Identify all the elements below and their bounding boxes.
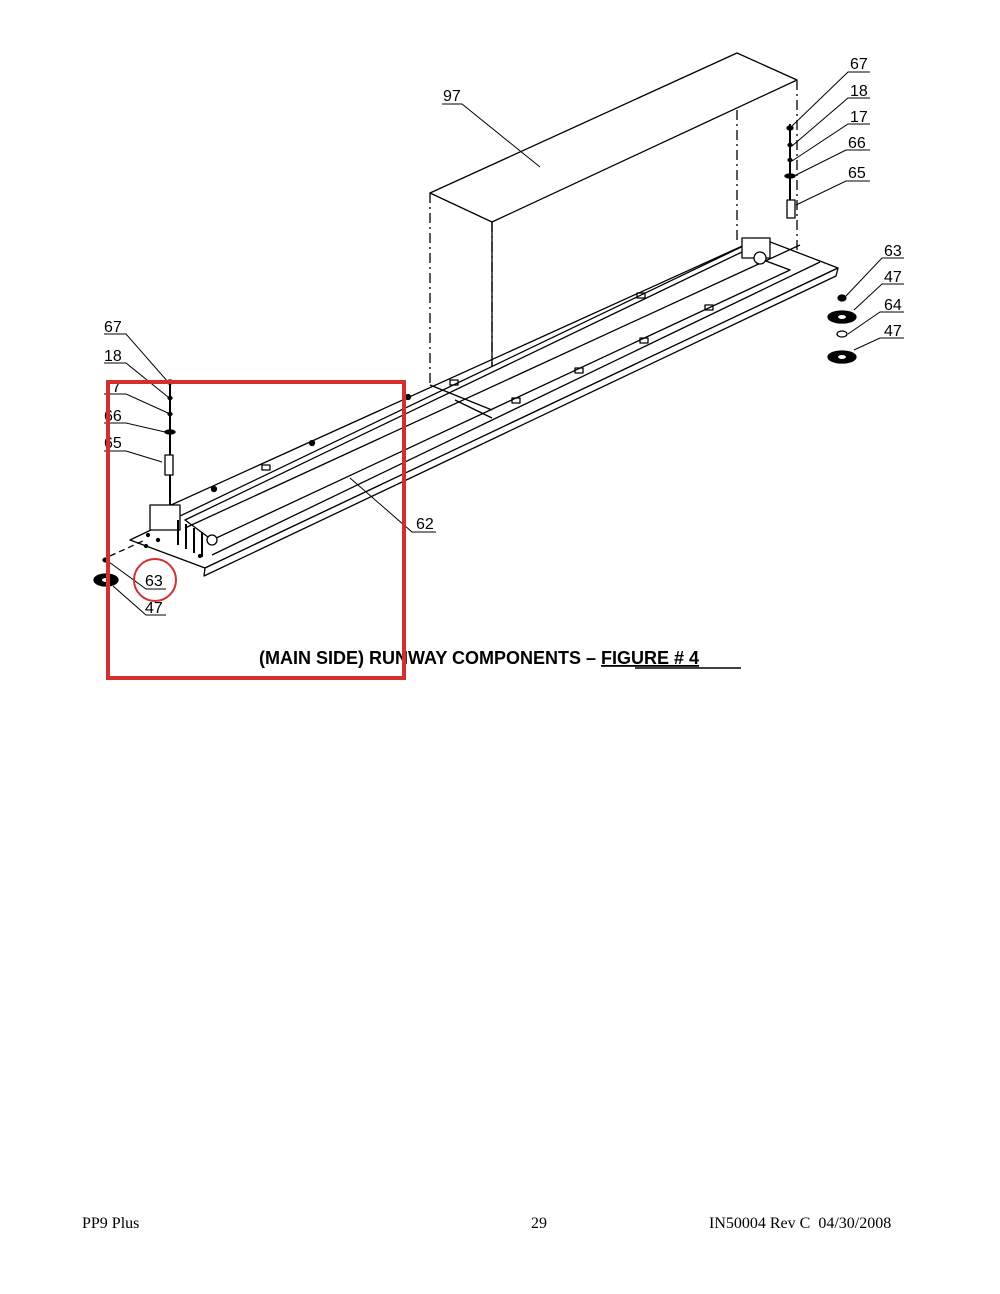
- callout-63-left: 63: [145, 573, 163, 590]
- callout-97: 97: [443, 88, 461, 105]
- callout-67-left: 67: [104, 319, 122, 336]
- callout-62: 62: [416, 516, 434, 533]
- footer-product-name: PP9 Plus: [82, 1215, 140, 1232]
- callout-47-left: 47: [145, 600, 163, 617]
- caption-figure-ref: FIGURE # 4: [601, 648, 699, 668]
- left-pin-stack: [109, 379, 176, 557]
- callout-47-right-upper: 47: [884, 269, 902, 286]
- callout-64-right: 64: [884, 297, 902, 314]
- caption-prefix: (MAIN SIDE) RUNWAY COMPONENTS –: [259, 648, 601, 668]
- footer-page-number: 29: [531, 1215, 547, 1232]
- callout-18-left: 18: [104, 348, 122, 365]
- right-wheel-stack: [827, 294, 857, 364]
- figure-caption: (MAIN SIDE) RUNWAY COMPONENTS – FIGURE #…: [259, 648, 699, 668]
- footer-document-revision: IN50004 Rev C 04/30/2008: [709, 1215, 892, 1232]
- highlight-rectangle: [106, 380, 406, 680]
- right-pin-stack: [784, 124, 796, 219]
- highlight-circle: [133, 558, 177, 602]
- callout-63-right: 63: [884, 243, 902, 260]
- callout-65-right: 65: [848, 165, 866, 182]
- callout-18-right: 18: [850, 83, 868, 100]
- callout-17-right: 17: [850, 109, 868, 126]
- callout-66-right: 66: [848, 135, 866, 152]
- runway-frame-part-62: [129, 237, 839, 577]
- callout-67-right: 67: [850, 56, 868, 73]
- callout-47-right-lower: 47: [884, 323, 902, 340]
- callout-17-left: 7: [112, 379, 121, 396]
